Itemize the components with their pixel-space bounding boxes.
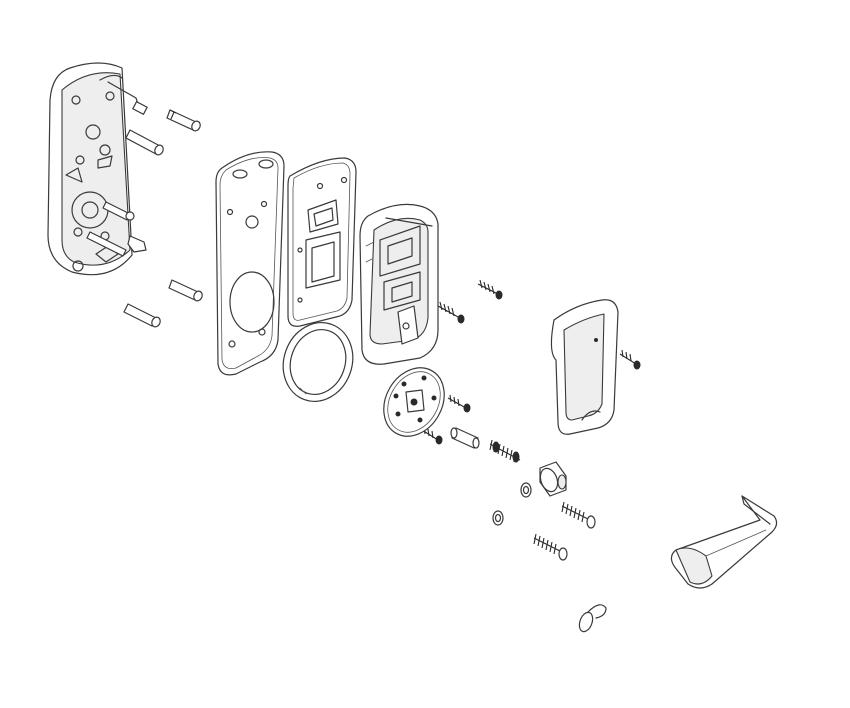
spindle-disc	[383, 367, 445, 437]
handle-screw-2	[533, 533, 568, 561]
return-spring	[489, 439, 521, 463]
lever-handle	[670, 495, 778, 589]
washer-2	[492, 510, 504, 526]
screw-1	[477, 279, 503, 300]
screw-4	[447, 394, 471, 413]
handle-screw-1	[561, 501, 596, 529]
outside-escutcheon	[47, 62, 148, 276]
screw-2	[437, 301, 465, 324]
mounting-post-4	[86, 231, 147, 257]
mounting-plate	[287, 157, 357, 327]
mounting-post-5	[168, 279, 203, 302]
mounting-post-1	[166, 109, 201, 132]
inside-housing	[359, 203, 439, 365]
mounting-post-6	[123, 303, 161, 328]
washer-1	[520, 482, 532, 498]
retaining-clip	[578, 604, 607, 633]
mounting-post-2	[125, 129, 164, 156]
gasket-plate	[215, 151, 285, 376]
spindle-shaft	[450, 427, 480, 449]
mounting-post-3	[102, 201, 135, 221]
screw-3	[619, 349, 641, 370]
trim-ring	[282, 322, 354, 402]
handle-hub	[539, 461, 567, 497]
battery-cover	[550, 299, 619, 435]
